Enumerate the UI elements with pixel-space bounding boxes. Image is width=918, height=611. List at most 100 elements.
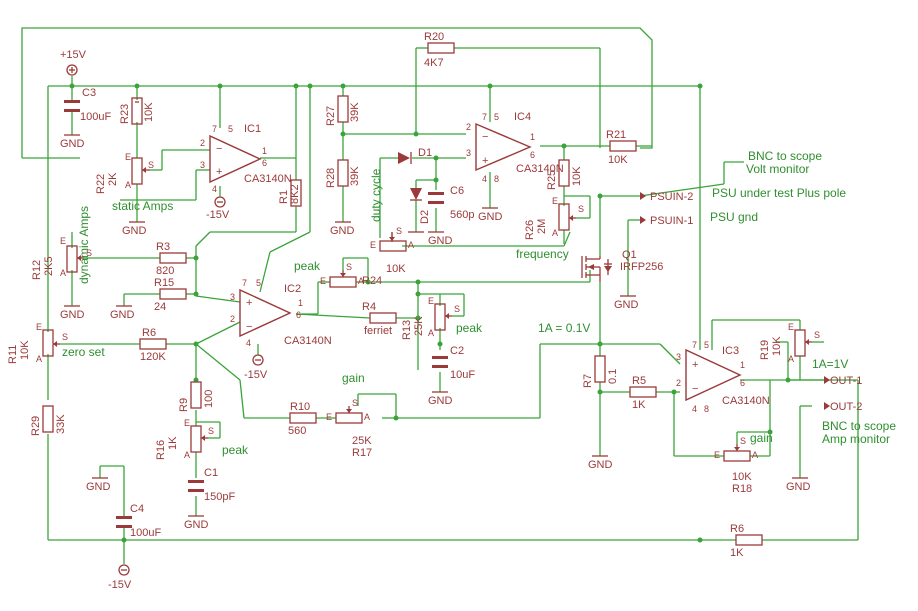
svg-text:S: S (62, 332, 68, 342)
ann-1a-1v: 1A=1V (812, 357, 848, 371)
svg-text:R21: R21 (606, 129, 626, 141)
svg-text:7: 7 (242, 278, 247, 288)
svg-text:5: 5 (704, 340, 709, 350)
connector-out1: OUT-1 (824, 375, 862, 387)
gnd-r15: GND (110, 305, 135, 321)
svg-text:A: A (60, 268, 66, 278)
svg-text:D1: D1 (418, 147, 432, 159)
ic2-neg-label: -15V (244, 369, 268, 381)
svg-text:R3: R3 (156, 241, 170, 253)
svg-text:100uF: 100uF (80, 111, 111, 123)
svg-text:IRFP256: IRFP256 (620, 261, 663, 273)
resistor-r25: R25 10K (546, 159, 583, 190)
svg-text:39K: 39K (349, 166, 361, 186)
svg-text:E: E (326, 412, 332, 422)
svg-text:IC1: IC1 (244, 123, 261, 135)
svg-text:8: 8 (494, 174, 499, 184)
svg-text:3: 3 (230, 292, 235, 302)
svg-text:1: 1 (530, 132, 535, 142)
svg-text:R29: R29 (30, 416, 42, 436)
svg-text:IC3: IC3 (722, 345, 739, 357)
svg-text:C4: C4 (130, 503, 144, 515)
capacitor-c3: C3 100uF (64, 87, 111, 123)
svg-text:A: A (552, 228, 558, 238)
svg-text:GND: GND (60, 309, 85, 321)
svg-text:−: − (482, 131, 488, 143)
resistor-r1: R1 8K2 (278, 179, 302, 207)
svg-text:3: 3 (676, 352, 681, 362)
resistor-r29: R29 33K (30, 405, 67, 436)
svg-text:4K7: 4K7 (424, 57, 444, 69)
svg-text:5: 5 (494, 112, 499, 122)
svg-text:S: S (740, 436, 746, 446)
capacitor-c1: C1 150pF (188, 467, 235, 503)
ann-static-amps: static Amps (112, 199, 173, 213)
svg-text:S: S (578, 204, 584, 214)
diode-d2: D2 (410, 188, 431, 224)
svg-text:2: 2 (200, 138, 205, 148)
pot-r11: EAS R11 10K (7, 322, 68, 364)
svg-text:OUT-2: OUT-2 (830, 401, 862, 413)
svg-text:R19: R19 (759, 340, 771, 360)
svg-text:R5: R5 (632, 375, 646, 387)
svg-text:A: A (752, 450, 758, 460)
ann-psu-gnd: PSU gnd (710, 210, 758, 224)
svg-text:R18: R18 (732, 483, 752, 495)
svg-text:S: S (814, 330, 820, 340)
svg-text:0.1: 0.1 (607, 369, 619, 384)
svg-text:R25: R25 (546, 170, 558, 190)
svg-text:R26: R26 (524, 220, 536, 240)
plus-15v-label: +15V (60, 49, 87, 61)
svg-text:7: 7 (482, 112, 487, 122)
svg-text:39K: 39K (349, 102, 361, 122)
svg-text:33K: 33K (55, 414, 67, 434)
svg-text:4: 4 (212, 184, 217, 194)
capacitor-c2: C2 10uF (432, 345, 475, 381)
connector-out2: OUT-2 (824, 401, 862, 413)
svg-text:GND: GND (428, 395, 453, 407)
svg-text:3: 3 (200, 160, 205, 170)
ann-psu-plus: PSU under test Plus pole (712, 186, 846, 200)
svg-text:E: E (552, 196, 558, 206)
svg-text:GND: GND (428, 235, 453, 247)
svg-text:7: 7 (692, 340, 697, 350)
svg-text:2K: 2K (107, 172, 119, 186)
pot-r22: EAS R22 2K (95, 152, 154, 194)
svg-text:10K: 10K (771, 336, 783, 356)
ann-amp-monitor: Amp monitor (822, 432, 890, 446)
svg-text:R28: R28 (325, 168, 337, 188)
svg-text:6: 6 (262, 158, 267, 168)
gnd-psu: GND (614, 295, 639, 311)
svg-text:C2: C2 (450, 345, 464, 357)
svg-text:PSUIN-1: PSUIN-1 (650, 215, 693, 227)
svg-text:R7: R7 (582, 374, 594, 388)
svg-text:GND: GND (786, 481, 811, 493)
svg-text:GND: GND (330, 225, 355, 237)
svg-text:A: A (36, 354, 42, 364)
gnd-r22: GND (122, 221, 147, 237)
svg-text:GND: GND (614, 299, 639, 311)
ann-peak-1: peak (294, 259, 321, 273)
svg-text:4: 4 (482, 174, 487, 184)
svg-text:E: E (320, 276, 326, 286)
ic1-neg-supply: -15V (206, 186, 230, 221)
svg-text:10uF: 10uF (450, 369, 475, 381)
diode-d1: D1 (398, 147, 432, 164)
minus-15v-label: -15V (108, 579, 132, 591)
ic2-neg-supply: -15V (244, 344, 268, 381)
svg-text:R24: R24 (362, 275, 382, 287)
svg-text:GND: GND (478, 211, 503, 223)
ann-gain-1: gain (342, 371, 365, 385)
ann-peak-2: peak (456, 321, 483, 335)
gnd-r12: GND (60, 305, 85, 321)
capacitor-c4: C4 100uF (116, 503, 161, 539)
gnd-r28: GND (330, 221, 355, 237)
svg-text:E: E (370, 240, 376, 250)
svg-text:A: A (358, 276, 364, 286)
svg-text:R13: R13 (401, 320, 413, 340)
svg-text:S: S (352, 398, 358, 408)
